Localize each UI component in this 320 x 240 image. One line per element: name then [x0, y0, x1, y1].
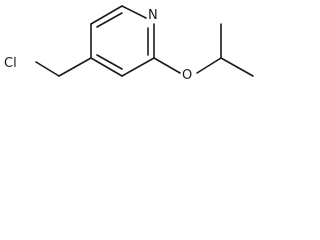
atom-label-oxygen: O [182, 68, 192, 83]
bond-c5-c6 [90, 5, 123, 25]
atom-label-chlorine: Cl [4, 56, 17, 71]
atom-label-nitrogen: N [148, 8, 158, 23]
bond-ch-ch3-right [220, 57, 254, 77]
bond-c2-c3 [121, 57, 155, 77]
bond-c4-ch2 [58, 57, 92, 77]
chemical-structure: N Cl O [4, 5, 254, 83]
bond-c2-o [153, 57, 181, 74]
bond-c6-n1 [121, 5, 147, 19]
double-bond-c3-c4 [96, 54, 123, 70]
bond-o-ch [196, 57, 222, 74]
bond-c3-c4 [90, 57, 123, 77]
double-bond-c5-c6 [96, 12, 123, 28]
bond-ch2-cl [35, 61, 60, 77]
